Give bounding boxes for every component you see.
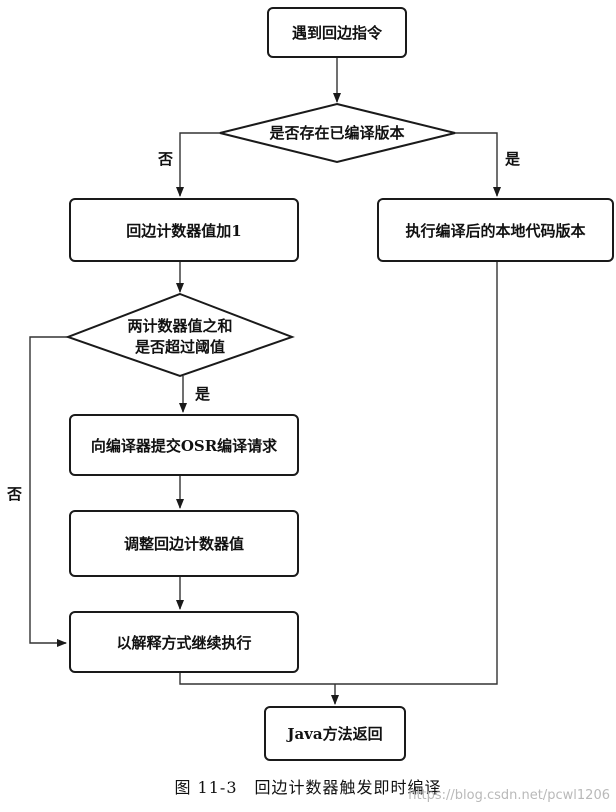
decision-compiled-diamond [219, 102, 456, 164]
execute-native-node: 执行编译后的本地代码版本 [377, 198, 614, 262]
decision-threshold-label-1: 两计数器值之和 [127, 317, 233, 335]
source-watermark: https://blog.csdn.net/pcwl1206 [408, 788, 610, 803]
edge-label-threshold-yes: 是 [195, 385, 211, 403]
edge-label-compiled-yes: 是 [505, 150, 521, 168]
edge-label-compiled-no: 否 [158, 150, 174, 168]
figure-caption: 图 11-3 回边计数器触发即时编译 [174, 778, 442, 797]
arrow-yes-to-native [455, 132, 501, 197]
edge-label-threshold-no: 否 [7, 485, 23, 503]
arrow-threshold-no [29, 336, 68, 647]
interpret-node: 以解释方式继续执行 [69, 611, 299, 673]
decision-threshold-label-2: 是否超过阈值 [134, 338, 225, 356]
start-node: 遇到回边指令 [267, 7, 407, 58]
line-native-to-merge [335, 262, 498, 685]
arrow-no-to-increment [176, 132, 220, 197]
adjust-counter-node: 调整回边计数器值 [69, 510, 299, 577]
decision-compiled-label: 是否存在已编译版本 [269, 124, 405, 142]
decision-threshold-diamond [65, 292, 295, 378]
increment-node: 回边计数器值加1 [69, 198, 299, 262]
line-interpret-to-merge [179, 673, 335, 685]
submit-osr-node: 向编译器提交OSR编译请求 [69, 414, 299, 476]
return-node: Java方法返回 [264, 706, 406, 761]
